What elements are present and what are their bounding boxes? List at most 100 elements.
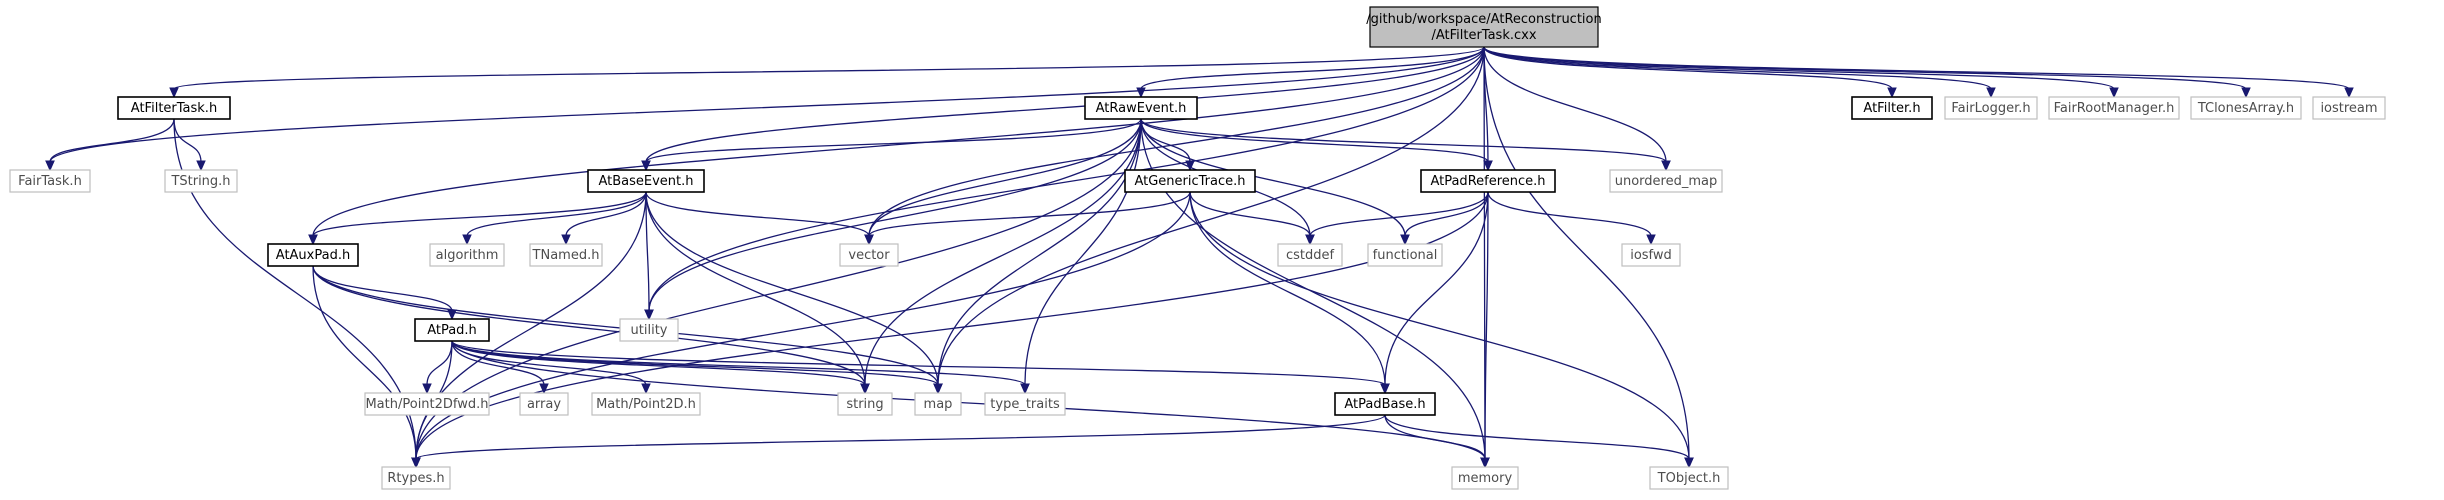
- node-atgenerictrace-h[interactable]: AtGenericTrace.h: [1124, 169, 1256, 193]
- edge-atbaseevent-h-to-vector: [645, 191, 870, 237]
- node-utility: utility: [619, 318, 679, 342]
- arrowhead-atrawevent-h-to-atbaseevent-h: [641, 160, 651, 172]
- edge-atrawevent-h-to-unordered-map: [1140, 118, 1667, 163]
- node-label: unordered_map: [1615, 174, 1718, 189]
- node-box-tstring-h: [164, 169, 238, 193]
- arrowhead-root-to-tclonesarray-h: [2241, 87, 2251, 99]
- node-map: map: [914, 392, 962, 416]
- node-fairlogger-h: FairLogger.h: [1944, 96, 2038, 120]
- edge-atbaseevent-h-to-utility: [645, 191, 650, 312]
- node-box-atgenerictrace-h: [1124, 169, 1256, 193]
- edge-root-to-fairrootmanager-h: [1483, 46, 2115, 90]
- node-algorithm: algorithm: [429, 243, 505, 267]
- node-box-atbaseevent-h: [587, 169, 705, 193]
- node-vector: vector: [839, 243, 899, 267]
- node-box-root: [1369, 6, 1599, 48]
- edge-root-to-iostream: [1483, 46, 2350, 90]
- arrowhead-root-to-atrawevent-h: [1136, 87, 1146, 99]
- node-tclonesarray-h: TClonesArray.h: [2190, 96, 2302, 120]
- node-box-fairtask-h: [9, 169, 91, 193]
- node-atauxpad-h[interactable]: AtAuxPad.h: [267, 243, 359, 267]
- node-math-point2d-h: Math/Point2D.h: [591, 392, 701, 416]
- node-label: AtPadBase.h: [1344, 397, 1425, 412]
- edge-atpadbase-h-to-tobject-h: [1384, 414, 1690, 460]
- edge-atgenerictrace-h-to-vector: [868, 191, 1191, 237]
- node-atbaseevent-h[interactable]: AtBaseEvent.h: [587, 169, 705, 193]
- node-label: functional: [1373, 248, 1438, 263]
- edge-atauxpad-h-to-rtypes-h: [312, 265, 417, 460]
- edge-atgenerictrace-h-to-atpadbase-h: [1189, 191, 1386, 386]
- node-box-memory: [1451, 466, 1519, 490]
- node-memory: memory: [1451, 466, 1519, 490]
- edge-atpadreference-h-to-memory: [1484, 191, 1489, 460]
- node-box-atpadbase-h: [1334, 392, 1436, 416]
- edge-root-to-utility: [648, 46, 1485, 312]
- arrowhead-atpad-h-to-map: [933, 383, 943, 395]
- edge-atfiltertask-h-to-fairtask-h: [49, 118, 175, 163]
- node-rtypes-h: Rtypes.h: [381, 466, 451, 490]
- arrowhead-atpadbase-h-to-rtypes-h: [411, 457, 421, 469]
- edge-atpad-h-to-type-traits: [451, 340, 1026, 386]
- edge-atbaseevent-h-to-map: [645, 191, 939, 386]
- edge-atpad-h-to-array: [451, 340, 545, 386]
- arrowhead-atpad-h-to-array: [539, 383, 549, 395]
- arrowhead-root-to-iostream: [2344, 87, 2354, 99]
- edge-atgenerictrace-h-to-cstddef: [1189, 191, 1311, 237]
- node-box-atfiltertask-h: [117, 96, 231, 120]
- node-box-array: [519, 392, 569, 416]
- edge-atpad-h-to-atpadbase-h: [451, 340, 1386, 386]
- edge-atauxpad-h-to-atpad-h: [312, 265, 453, 312]
- node-atrawevent-h[interactable]: AtRawEvent.h: [1084, 96, 1198, 120]
- edge-atrawevent-h-to-atpadreference-h: [1140, 118, 1489, 163]
- node-atpadbase-h[interactable]: AtPadBase.h: [1334, 392, 1436, 416]
- node-label: TNamed.h: [532, 248, 600, 263]
- edge-atrawevent-h-to-type-traits: [1024, 118, 1142, 386]
- edge-atbaseevent-h-to-atauxpad-h: [312, 191, 647, 237]
- node-array: array: [519, 392, 569, 416]
- edge-root-to-atfilter-h: [1483, 46, 1893, 90]
- node-root[interactable]: /github/workspace/AtReconstruction/AtFil…: [1366, 6, 1602, 48]
- node-tobject-h: TObject.h: [1649, 466, 1729, 490]
- node-label: utility: [631, 323, 668, 338]
- node-math-point2dfwd-h: Math/Point2Dfwd.h: [364, 392, 490, 416]
- node-box-string: [837, 392, 893, 416]
- arrowhead-root-to-fairrootmanager-h: [2109, 87, 2119, 99]
- edge-atrawevent-h-to-string: [864, 118, 1142, 386]
- node-atpad-h[interactable]: AtPad.h: [414, 318, 490, 342]
- node-label: AtAuxPad.h: [276, 248, 350, 263]
- node-atfiltertask-h[interactable]: AtFilterTask.h: [117, 96, 231, 120]
- arrowhead-atpad-h-to-math-point2d-h: [641, 383, 651, 395]
- node-tnamed-h: TNamed.h: [529, 243, 603, 267]
- node-label: FairRootManager.h: [2054, 101, 2175, 116]
- node-label: TString.h: [170, 174, 230, 189]
- node-label: AtGenericTrace.h: [1134, 174, 1245, 189]
- node-fairtask-h: FairTask.h: [9, 169, 91, 193]
- edge-root-to-tclonesarray-h: [1483, 46, 2247, 90]
- node-label: TClonesArray.h: [2197, 101, 2294, 116]
- node-label: cstddef: [1286, 248, 1335, 263]
- arrowhead-atpadbase-h-to-tobject-h: [1684, 457, 1694, 469]
- node-box-tobject-h: [1649, 466, 1729, 490]
- node-unordered-map: unordered_map: [1609, 169, 1723, 193]
- arrowhead-atpadreference-h-to-iosfwd: [1646, 234, 1656, 246]
- node-box-map: [914, 392, 962, 416]
- arrowhead-atrawevent-h-to-unordered-map: [1661, 160, 1671, 172]
- node-box-math-point2d-h: [591, 392, 701, 416]
- edge-root-to-atrawevent-h: [1140, 46, 1485, 90]
- node-fairrootmanager-h: FairRootManager.h: [2048, 96, 2180, 120]
- edge-root-to-fairtask-h: [49, 46, 1485, 163]
- edge-atrawevent-h-to-vector: [868, 118, 1142, 237]
- edge-atbaseevent-h-to-string: [645, 191, 866, 386]
- node-cstddef: cstddef: [1277, 243, 1343, 267]
- node-box-unordered-map: [1609, 169, 1723, 193]
- node-label: map: [924, 397, 953, 412]
- edge-root-to-unordered-map: [1483, 46, 1667, 163]
- node-atfilter-h[interactable]: AtFilter.h: [1851, 96, 1933, 120]
- edge-atpadreference-h-to-rtypes-h: [415, 191, 1489, 460]
- node-box-atpadreference-h: [1420, 169, 1556, 193]
- node-box-atrawevent-h: [1084, 96, 1198, 120]
- node-atpadreference-h[interactable]: AtPadReference.h: [1420, 169, 1556, 193]
- arrowhead-atpad-h-to-atpadbase-h: [1380, 383, 1390, 395]
- arrowhead-atpadreference-h-to-functional: [1400, 234, 1410, 246]
